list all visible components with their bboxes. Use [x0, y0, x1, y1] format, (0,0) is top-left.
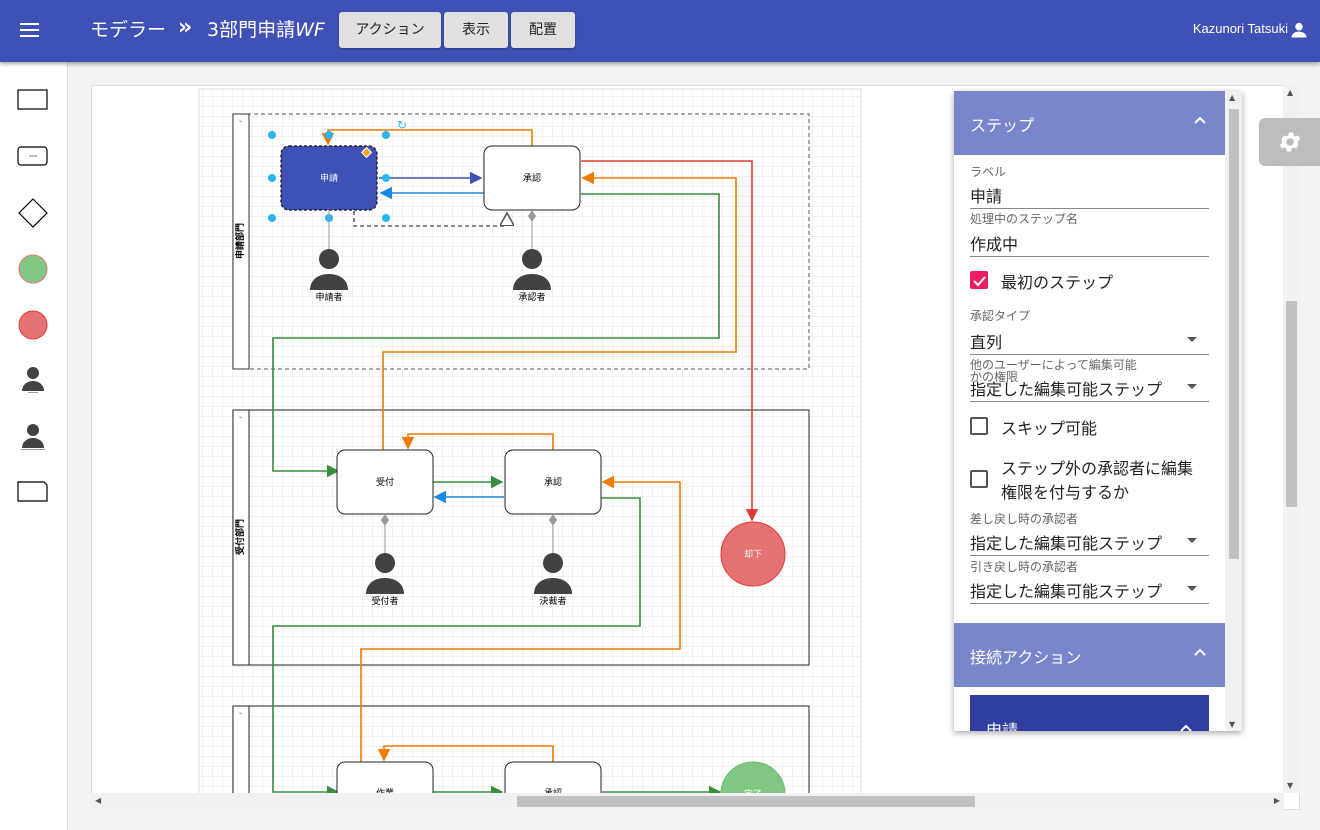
connector-pullback[interactable]: [353, 211, 507, 227]
panel-scrollbar[interactable]: ▲ ▼: [1225, 91, 1242, 731]
first-step-checkbox[interactable]: [970, 271, 988, 289]
view-menu-button[interactable]: 表示: [444, 12, 508, 48]
app-header: モデラー » 3部門申請WF アクション 表示 配置 Kazunori Tats…: [0, 0, 1320, 62]
connector-reject[interactable]: [581, 160, 759, 522]
reject-node[interactable]: 却下: [720, 521, 786, 587]
rectangle-shape-icon[interactable]: [17, 89, 49, 111]
approval-type-caption: 承認タイプ: [970, 309, 1031, 323]
check-icon: [973, 276, 986, 287]
lane-1-label: 申請部門: [234, 223, 246, 259]
document-title: 3部門申請WF: [207, 19, 325, 41]
approval-type-select[interactable]: 直列: [970, 329, 1209, 355]
processing-caption: 処理中のステップ名: [970, 212, 1079, 226]
grant-edit-checkbox[interactable]: [970, 470, 988, 488]
svg-text:承認: 承認: [544, 476, 562, 488]
dropdown-arrow-icon: [1187, 337, 1197, 342]
sendback-select[interactable]: 指定した編集可能ステップ: [970, 530, 1209, 556]
step-node-approve-1[interactable]: 承認: [483, 145, 581, 211]
account-icon[interactable]: [1289, 20, 1309, 40]
svg-text:受付者: 受付者: [371, 595, 398, 607]
edit-permission-caption: 他のユーザーによって編集可能: [970, 358, 1137, 372]
chevron-up-icon[interactable]: [1193, 113, 1207, 127]
svg-text:承認者: 承認者: [518, 291, 545, 303]
dropdown-arrow-icon: [1187, 538, 1197, 543]
step-shape-icon[interactable]: [17, 146, 49, 168]
app-title[interactable]: モデラー: [90, 19, 167, 41]
edit-permission-caption-2: かの権限: [970, 370, 1019, 384]
label-caption: ラベル: [970, 165, 1007, 179]
svg-text:⌄: ⌄: [238, 117, 243, 124]
scroll-down-icon[interactable]: ▼: [1287, 781, 1294, 790]
scroll-left-icon[interactable]: ◀: [95, 796, 102, 805]
workflow-diagram[interactable]: 申請部門 ⌄ 受付部門 ⌄ ⌄: [92, 86, 1300, 810]
action-menu-button[interactable]: アクション: [339, 12, 441, 48]
lane-3[interactable]: ⌄: [232, 705, 810, 810]
pullback-select[interactable]: 指定した編集可能ステップ: [970, 578, 1209, 604]
scroll-up-icon[interactable]: ▲: [1287, 88, 1294, 97]
svg-text:決裁者: 決裁者: [539, 595, 566, 607]
skippable-checkbox[interactable]: [970, 417, 988, 435]
edit-permission-select[interactable]: 指定した編集可能ステップ: [970, 376, 1209, 402]
sendback-caption: 差し戻し時の承認者: [970, 512, 1079, 526]
horizontal-scrollbar[interactable]: ◀ ▶: [91, 793, 1284, 810]
label-shape-icon[interactable]: [17, 481, 49, 503]
actor-receiver[interactable]: 受付者: [366, 514, 404, 607]
user-name[interactable]: Kazunori Tatsuki: [1192, 21, 1288, 36]
approver-actor-icon[interactable]: [20, 365, 46, 395]
layout-menu-button[interactable]: 配置: [511, 12, 575, 48]
connector-sendback-lane2[interactable]: [382, 171, 737, 452]
svg-text:⌄: ⌄: [238, 709, 243, 716]
svg-text:承認: 承認: [523, 172, 541, 184]
vertical-scroll-thumb[interactable]: [1286, 301, 1297, 507]
processing-field[interactable]: 作成中: [970, 231, 1209, 257]
svg-text:⌄: ⌄: [238, 413, 243, 420]
svg-text:申請: 申請: [320, 172, 338, 184]
lane-1[interactable]: 申請部門 ⌄: [232, 113, 810, 370]
breadcrumb-separator-icon: »: [178, 15, 192, 40]
actor-applicant[interactable]: 申請者: [310, 210, 348, 303]
start-circle-icon[interactable]: [17, 253, 49, 285]
menu-icon[interactable]: [20, 20, 42, 38]
chevron-up-icon[interactable]: [1193, 645, 1207, 659]
end-circle-icon[interactable]: [17, 309, 49, 341]
actor-decider[interactable]: 決裁者: [534, 514, 572, 607]
chevron-up-icon[interactable]: [1179, 721, 1193, 731]
lane-2-label: 受付部門: [234, 519, 246, 555]
connector-forward-lane2[interactable]: [272, 193, 720, 478]
properties-panel: ステップ ラベル 申請 処理中のステップ名 作成中 最初のステップ 承認タイプ …: [954, 91, 1242, 731]
step-section-header[interactable]: ステップ: [954, 91, 1225, 155]
actor-approver[interactable]: 承認者: [513, 210, 551, 303]
scroll-down-icon[interactable]: ▼: [1229, 720, 1236, 729]
step-node-approve-2[interactable]: 承認: [504, 449, 602, 515]
vertical-scrollbar[interactable]: ▲ ▼: [1283, 85, 1300, 793]
step-node-apply[interactable]: 申請: [280, 145, 378, 211]
svg-text:却下: 却下: [744, 549, 762, 560]
scroll-right-icon[interactable]: ▶: [1273, 796, 1280, 805]
pullback-caption: 引き戻し時の承認者: [970, 560, 1079, 574]
panel-scroll-thumb[interactable]: [1229, 109, 1239, 559]
rotate-handle-icon[interactable]: ↻: [397, 118, 407, 132]
shape-palette: [0, 62, 68, 830]
label-field[interactable]: 申請: [970, 183, 1209, 209]
editor-actor-icon[interactable]: [17, 422, 49, 452]
settings-button[interactable]: [1259, 118, 1320, 166]
step-node-receive[interactable]: 受付: [336, 449, 434, 515]
dropdown-arrow-icon: [1187, 586, 1197, 591]
horizontal-scroll-thumb[interactable]: [517, 796, 975, 807]
svg-text:受付: 受付: [376, 476, 394, 488]
decision-shape-icon[interactable]: [17, 197, 49, 229]
dropdown-arrow-icon: [1187, 384, 1197, 389]
action-item-header[interactable]: 申請: [970, 695, 1209, 731]
svg-text:申請者: 申請者: [315, 291, 342, 303]
scroll-up-icon[interactable]: ▲: [1229, 93, 1236, 102]
action-section-header[interactable]: 接続アクション: [954, 623, 1225, 687]
lane-2[interactable]: 受付部門 ⌄: [232, 409, 810, 666]
gear-icon: [1279, 132, 1301, 152]
